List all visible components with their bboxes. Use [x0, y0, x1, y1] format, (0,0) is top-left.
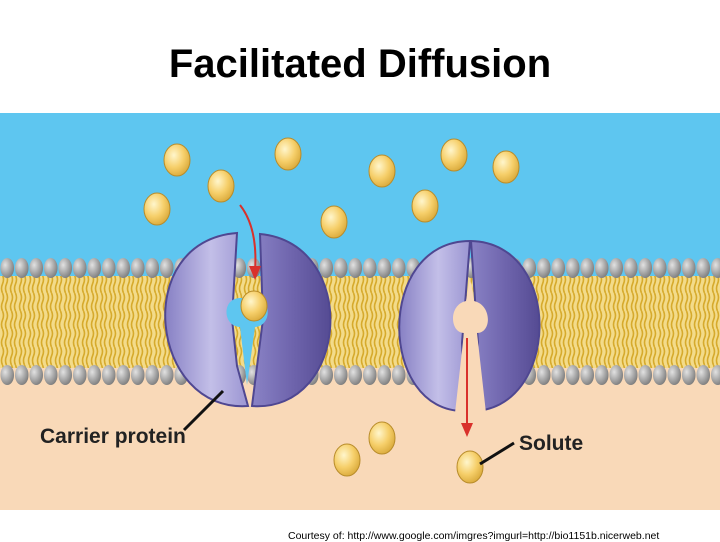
image-credit-caption: Courtesy of: http://www.google.com/imgre…	[288, 530, 660, 542]
solute-molecule	[368, 421, 396, 455]
solute-inward-arrow-inner	[461, 338, 473, 437]
solute-molecule	[456, 450, 484, 484]
carrier-protein-left-half	[164, 231, 250, 408]
solute-leader-line	[479, 441, 515, 466]
solute-molecule	[207, 169, 235, 203]
lipid-tails	[0, 276, 720, 368]
solute-inward-arrow-outer	[239, 204, 261, 280]
solute-molecule	[274, 137, 302, 171]
carrier-protein-label: Carrier protein	[40, 425, 186, 448]
bound-solute	[240, 290, 268, 322]
carrier-protein-open-inside	[398, 239, 541, 413]
lipid-bilayer	[0, 257, 720, 386]
solute-molecule	[440, 138, 468, 172]
carrier-protein-leader-line	[182, 389, 225, 432]
solute-molecule	[492, 150, 520, 184]
carrier-protein-right-half	[250, 232, 332, 408]
facilitated-diffusion-diagram: Carrier protein Solute	[0, 113, 720, 510]
solute-label: Solute	[519, 432, 583, 455]
phospholipid-heads-outer	[0, 257, 720, 279]
carrier-protein-open-outside	[164, 231, 332, 408]
solute-molecule	[368, 154, 396, 188]
solute-molecule	[320, 205, 348, 239]
solute-molecules	[143, 137, 520, 484]
slide-title: Facilitated Diffusion	[168, 42, 552, 86]
solute-molecule	[333, 443, 361, 477]
solute-molecule	[411, 189, 439, 223]
solute-molecule	[163, 143, 191, 177]
phospholipid-heads-inner	[0, 364, 720, 386]
binding-pocket	[453, 278, 488, 413]
solute-molecule	[143, 192, 171, 226]
carrier-protein-left-half	[398, 239, 472, 413]
